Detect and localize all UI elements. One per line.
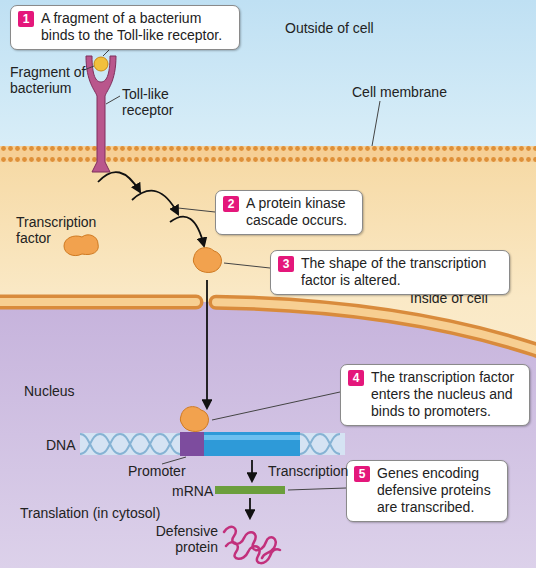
region-label: Outside of cell (285, 20, 374, 36)
callout-number: 3 (278, 256, 294, 272)
callout-box: 2 A protein kinase cascade occurs. (215, 190, 363, 235)
part-label: Fragment of bacterium (10, 64, 90, 96)
callout-text: A protein kinase cascade occurs. (246, 195, 354, 229)
callout-box: 3 The shape of the transcription factor i… (270, 250, 510, 295)
nucleus-region: Nucleus 4 The transcription factor enters … (0, 290, 536, 568)
callout-box: 1 A fragment of a bacterium binds to the … (10, 5, 240, 50)
part-label: Transcription factor (16, 214, 111, 246)
callout-number: 5 (354, 466, 370, 482)
callout-box: 4 The transcription factor enters the nuc… (340, 364, 530, 426)
callout-text: Genes encoding defensive proteins are tr… (377, 465, 499, 516)
part-label: Cell membrane (352, 84, 472, 100)
part-label: Promoter (128, 463, 198, 479)
callout-number: 1 (18, 11, 34, 27)
callout-number: 2 (223, 196, 239, 212)
callout-number: 4 (348, 370, 364, 386)
part-label: mRNA (172, 483, 214, 499)
part-label: DNA (46, 437, 86, 453)
part-label: Transcription (268, 463, 368, 479)
callout-text: The transcription factor enters the nucl… (371, 369, 521, 420)
part-label: Defensive protein (146, 523, 218, 555)
part-label: Translation (in cytosol) (20, 505, 190, 521)
callout-text: The shape of the transcription factor is… (301, 255, 501, 289)
callout-text: A fragment of a bacterium binds to the T… (41, 10, 231, 44)
callout-box: 5 Genes encoding defensive proteins are t… (346, 460, 508, 522)
nucleus-fill (0, 302, 536, 568)
nucleus-shape (0, 290, 536, 568)
region-label: Nucleus (24, 383, 75, 399)
part-label: Toll-like receptor (122, 86, 194, 118)
